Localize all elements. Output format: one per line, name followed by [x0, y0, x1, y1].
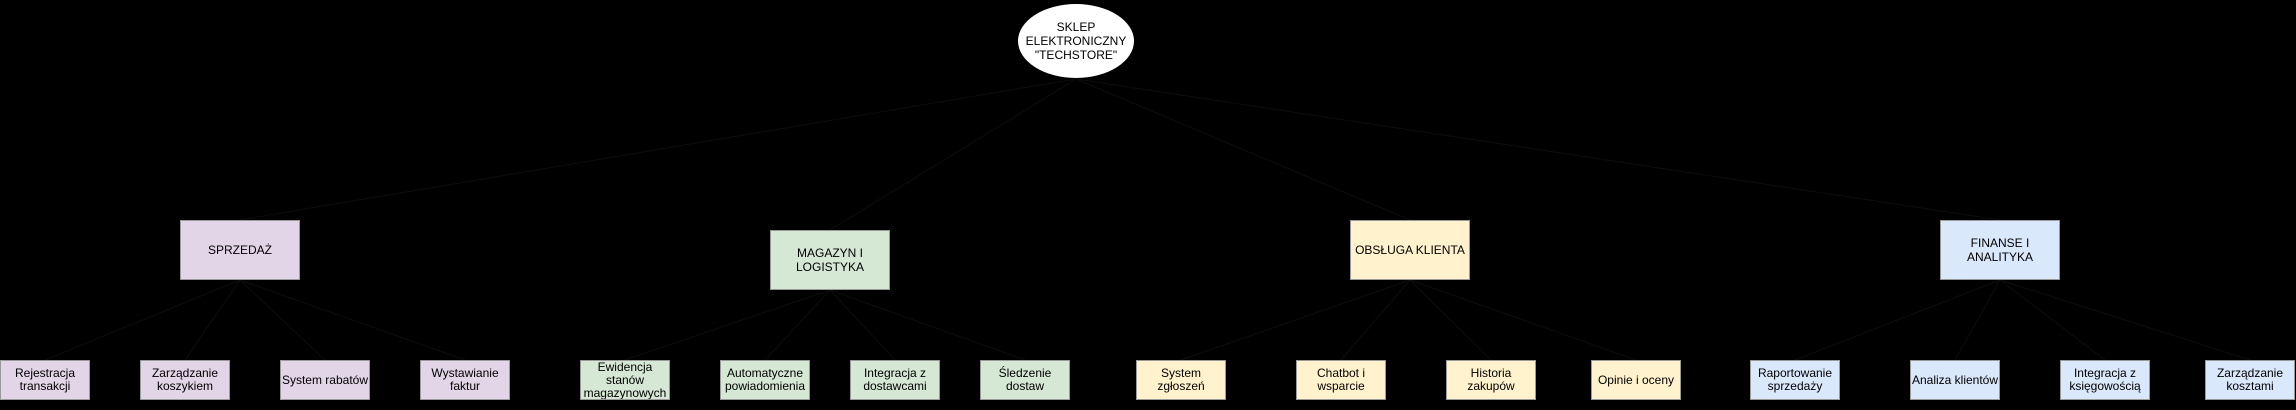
connector-line	[1075, 78, 1411, 221]
leaf-label: Raportowanie sprzedaży	[1757, 366, 1833, 393]
leaf-label: Historia zakupów	[1467, 366, 1515, 393]
connector-line	[624, 289, 831, 361]
group-label-warehouse-logistics: MAGAZYN I LOGISTYKA	[795, 246, 865, 274]
connector-line	[1340, 279, 1411, 361]
group-label-finance-analytics: FINANSE I ANALITYKA	[1966, 236, 2034, 264]
root-node-techstore: SKLEP ELEKTRONICZNY "TECHSTORE"	[1017, 3, 1135, 79]
leaf-label: Automatyczne powiadomienia	[724, 366, 806, 393]
leaf-node-discount-system: System rabatów	[280, 360, 370, 400]
leaf-label: Wystawianie faktur	[431, 366, 499, 393]
leaf-label: Zarządzanie koszykiem	[151, 366, 219, 393]
leaf-label: Opinie i oceny	[1597, 372, 1675, 387]
leaf-node-stock-records: Ewidencja stanów magazynowych	[580, 360, 670, 400]
leaf-label: Śledzenie dostaw	[998, 366, 1052, 393]
connector-line	[764, 289, 831, 361]
connector-line	[829, 289, 896, 361]
connector-line	[1409, 279, 1492, 361]
leaf-node-accounting-integration: Integracja z księgowością	[2060, 360, 2150, 400]
group-node-customer-service: OBSŁUGA KLIENTA	[1350, 220, 1470, 280]
leaf-label: Ewidencja stanów magazynowych	[583, 360, 667, 400]
leaf-label: Integracja z księgowością	[2069, 366, 2141, 393]
leaf-node-purchase-history: Historia zakupów	[1446, 360, 1536, 400]
leaf-label: System zgłoszeń	[1157, 366, 1205, 393]
leaf-node-reviews-ratings: Opinie i oceny	[1591, 360, 1681, 400]
leaf-label: Rejestracja transakcji	[14, 366, 76, 393]
leaf-label: Zarządzanie kosztami	[2216, 366, 2284, 393]
connector-line	[239, 279, 326, 361]
connector-line	[1999, 279, 2106, 361]
connector-line	[1180, 279, 1411, 361]
leaf-label: Chatbot i wsparcie	[1316, 366, 1366, 393]
connector-line	[239, 279, 466, 361]
group-label-customer-service: OBSŁUGA KLIENTA	[1355, 243, 1465, 257]
group-node-warehouse-logistics: MAGAZYN I LOGISTYKA	[770, 230, 890, 290]
connector-line	[1954, 279, 2001, 361]
leaf-node-cart-management: Zarządzanie koszykiem	[140, 360, 230, 400]
connector-line	[829, 78, 1077, 231]
leaf-label: Integracja z dostawcami	[863, 366, 927, 393]
connector-line	[1794, 279, 2001, 361]
group-label-sales: SPRZEDAŻ	[207, 243, 272, 257]
leaf-node-automatic-notifications: Automatyczne powiadomienia	[720, 360, 810, 400]
connector-line	[184, 279, 241, 361]
connector-line	[829, 289, 1026, 361]
root-node-label: SKLEP ELEKTRONICZNY "TECHSTORE"	[1025, 20, 1127, 62]
leaf-node-transaction-registration: Rejestracja transakcji	[0, 360, 90, 400]
connector-line	[1999, 279, 2251, 361]
leaf-label: System rabatów	[281, 372, 369, 387]
leaf-node-cost-management: Zarządzanie kosztami	[2205, 360, 2295, 400]
leaf-node-chatbot-support: Chatbot i wsparcie	[1296, 360, 1386, 400]
connector-line	[1075, 78, 2001, 221]
connector-line	[44, 279, 241, 361]
leaf-node-invoicing: Wystawianie faktur	[420, 360, 510, 400]
group-node-sales: SPRZEDAŻ	[180, 220, 300, 280]
connector-line	[239, 78, 1077, 221]
leaf-node-supplier-integration: Integracja z dostawcami	[850, 360, 940, 400]
leaf-node-delivery-tracking: Śledzenie dostaw	[980, 360, 1070, 400]
group-node-finance-analytics: FINANSE I ANALITYKA	[1940, 220, 2060, 280]
leaf-node-ticket-system: System zgłoszeń	[1136, 360, 1226, 400]
leaf-label: Analiza klientów	[1911, 372, 1999, 387]
leaf-node-customer-analysis: Analiza klientów	[1910, 360, 2000, 400]
connector-line	[1409, 279, 1637, 361]
leaf-node-sales-reporting: Raportowanie sprzedaży	[1750, 360, 1840, 400]
